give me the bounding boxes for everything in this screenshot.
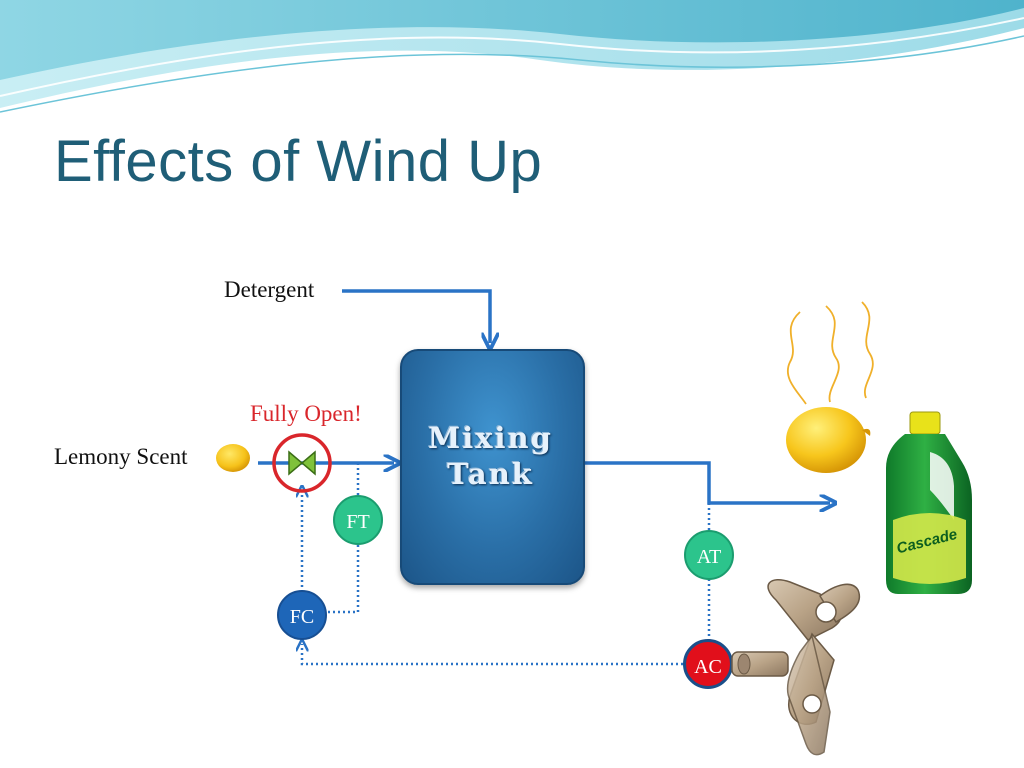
analyzer-transmitter: AT xyxy=(684,530,734,580)
detergent-bottle-icon: Cascade xyxy=(886,411,972,594)
fully-open-label: Fully Open! xyxy=(250,401,362,426)
ft-to-fc-signal xyxy=(328,545,360,614)
wind-up-key-icon xyxy=(731,579,861,756)
mixing-tank-label: Mixing Tank xyxy=(400,420,581,492)
aroma-lines xyxy=(787,301,874,405)
detergent-label: Detergent xyxy=(224,277,315,302)
slide-title: Effects of Wind Up xyxy=(54,129,543,194)
flow-controller: FC xyxy=(277,590,327,640)
large-lemon-icon xyxy=(786,407,871,473)
mixing-tank xyxy=(400,349,585,585)
ac-to-fc-signal xyxy=(302,644,683,666)
detergent-pipe xyxy=(342,289,490,343)
valve-highlight-ring xyxy=(272,433,332,493)
control-valve xyxy=(288,450,316,476)
outlet-pipe xyxy=(581,461,830,503)
flow-transmitter: FT xyxy=(333,495,383,545)
mixing-tank-label-line1: Mixing xyxy=(428,421,553,455)
mixing-tank-label-line2: Tank xyxy=(447,457,534,491)
wave-header xyxy=(0,0,1024,113)
lemony-scent-label: Lemony Scent xyxy=(54,444,188,469)
